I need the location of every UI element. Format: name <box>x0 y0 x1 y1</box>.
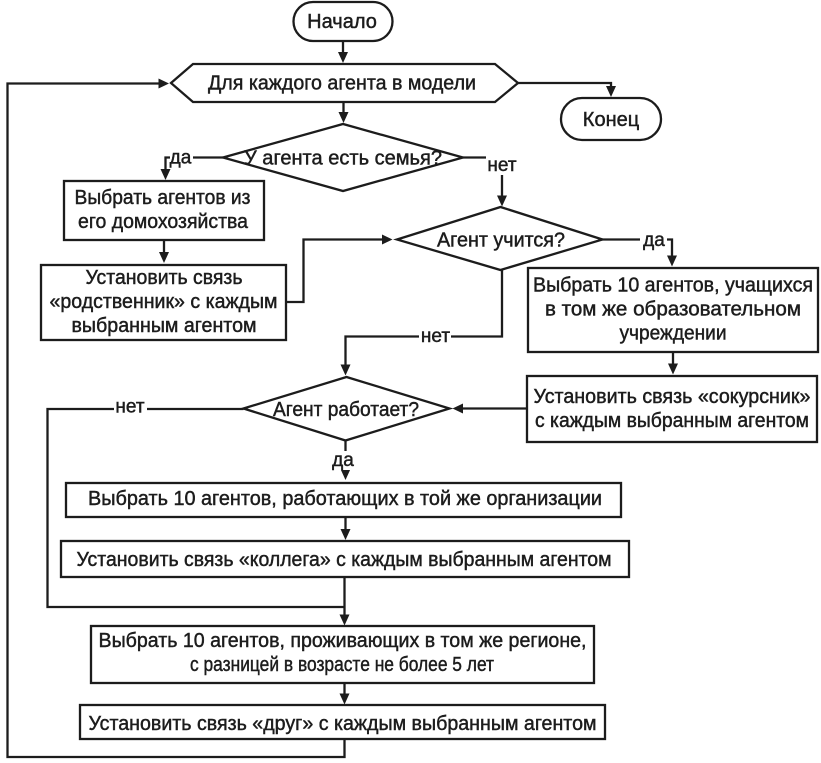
svg-text:с каждым выбранным агентом: с каждым выбранным агентом <box>535 410 809 432</box>
svg-text:У агента есть семья?: У агента есть семья? <box>244 148 442 170</box>
svg-text:да: да <box>332 450 354 471</box>
svg-text:нет: нет <box>487 155 516 176</box>
svg-text:с разницей в возрасте не более: с разницей в возрасте не более 5 лет <box>190 654 494 676</box>
svg-text:да: да <box>643 230 665 251</box>
svg-text:Выбрать 10 агентов, учащихся: Выбрать 10 агентов, учащихся <box>533 275 813 297</box>
svg-text:Установить связь: Установить связь <box>86 267 243 289</box>
svg-text:да: да <box>170 148 192 169</box>
svg-text:Установить связь «коллега» с к: Установить связь «коллега» с каждым выбр… <box>77 549 612 571</box>
svg-text:учреждении: учреждении <box>620 323 727 345</box>
svg-text:Выбрать 10 агентов, работающих: Выбрать 10 агентов, работающих в той же … <box>88 488 602 510</box>
svg-text:выбранным агентом: выбранным агентом <box>72 315 257 337</box>
svg-text:в том же образовательном: в том же образовательном <box>545 299 801 321</box>
svg-text:нет: нет <box>115 397 144 418</box>
svg-text:Выбрать 10 агентов, проживающи: Выбрать 10 агентов, проживающих в том же… <box>99 630 587 652</box>
svg-text:Установить связь «сокурсник»: Установить связь «сокурсник» <box>534 386 811 408</box>
svg-text:Агент работает?: Агент работает? <box>273 399 419 421</box>
svg-text:нет: нет <box>421 326 450 347</box>
svg-text:«родственник» с каждым: «родственник» с каждым <box>50 291 278 313</box>
svg-text:Начало: Начало <box>307 11 377 33</box>
svg-text:Установить связь «друг» с кажд: Установить связь «друг» с каждым выбранн… <box>89 713 597 735</box>
svg-text:его домохозяйства: его домохозяйства <box>78 211 249 233</box>
svg-text:Выбрать агентов из: Выбрать агентов из <box>75 187 251 209</box>
svg-text:Для каждого агента в модели: Для каждого агента в модели <box>208 73 476 95</box>
svg-text:Агент учится?: Агент учится? <box>437 230 565 252</box>
svg-text:Конец: Конец <box>583 109 639 131</box>
